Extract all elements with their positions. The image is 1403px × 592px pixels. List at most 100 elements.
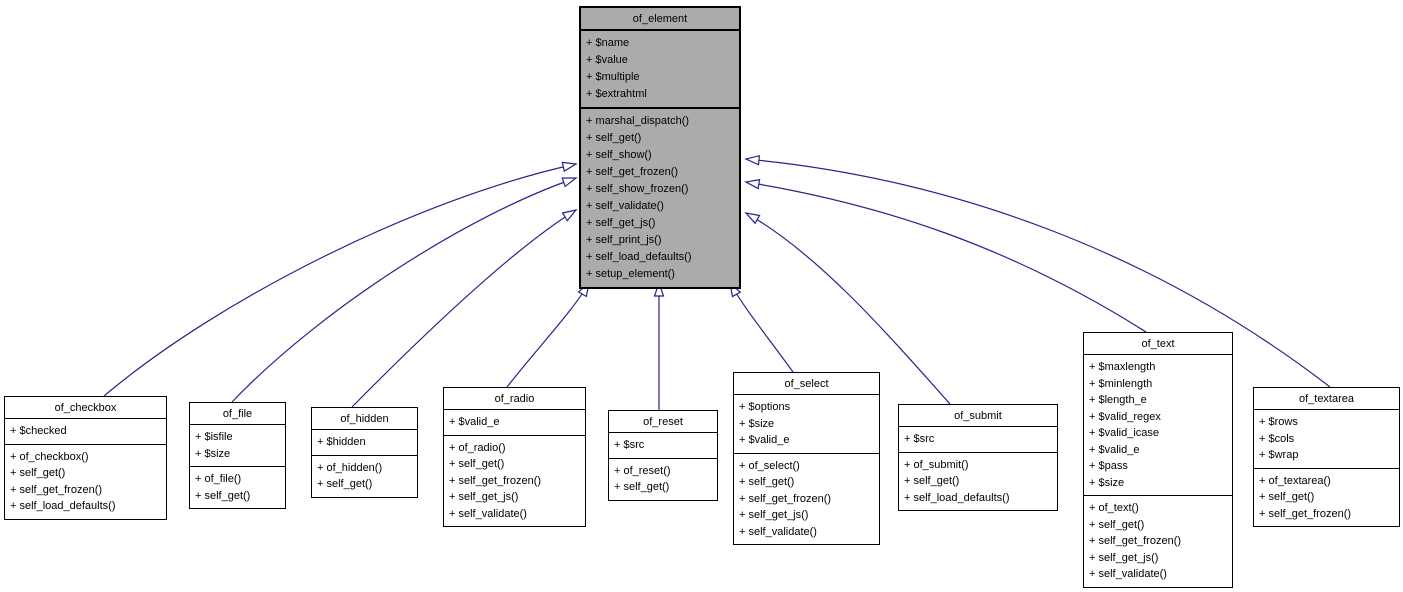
method-item: + self_load_defaults() xyxy=(586,251,692,263)
edge-of_hidden-to-of_element xyxy=(351,209,578,408)
methods-section: + of_submit() + self_get() + self_load_def… xyxy=(899,453,1057,511)
class-box-of_hidden[interactable]: of_hidden + $hidden + of_hidden() + self_… xyxy=(311,407,418,498)
method-item: + self_validate() xyxy=(449,507,527,520)
class-box-of_textarea[interactable]: of_textarea + $rows + $cols + $wrap + of_t… xyxy=(1253,387,1400,527)
method-item: + self_show_frozen() xyxy=(586,183,689,195)
class-box-of_text[interactable]: of_text + $maxlength + $minlength + $lengt… xyxy=(1083,332,1233,588)
attribute-item: + $rows xyxy=(1259,416,1298,428)
method-item: + self_get_frozen() xyxy=(586,166,679,178)
class-name: of_hidden xyxy=(312,408,417,430)
attribute-item: + $extrahtml xyxy=(586,88,647,100)
method-item: + self_get_js() xyxy=(739,509,809,521)
class-box-of_checkbox[interactable]: of_checkbox + $checked + of_checkbox()+ … xyxy=(4,396,167,520)
attributes-section: + $src xyxy=(899,427,1057,453)
attribute-item: + $wrap xyxy=(1259,449,1299,461)
attribute-item: + $name xyxy=(586,37,630,49)
method-item: + self_get() xyxy=(586,132,642,144)
attribute-item: + $minlength xyxy=(1089,377,1153,390)
edge-of_checkbox-to-of_element xyxy=(103,161,578,397)
methods-section: + of_radio() + self_get() + self_get_froze… xyxy=(444,436,585,527)
edge-of_submit-to-of_element xyxy=(744,212,951,405)
attribute-item: + $size xyxy=(739,417,775,430)
attribute-item: + $size xyxy=(1089,476,1125,489)
method-item: + self_get() xyxy=(904,475,960,487)
edge-of_file-to-of_element xyxy=(231,177,578,403)
attribute-item: + $multiple xyxy=(586,71,640,83)
method-item: + setup_element() xyxy=(586,268,675,280)
attribute-item: + $cols xyxy=(1259,432,1295,445)
method-item: + of_reset() xyxy=(614,464,671,477)
methods-section: + of_select()+ self_get()+ self_get_froz… xyxy=(734,454,879,545)
method-item: + self_get_js() xyxy=(586,217,656,229)
class-box-of_element: of_element + $name+ $value+ $multiple+ $… xyxy=(579,6,741,289)
method-item: + self_get() xyxy=(614,481,670,493)
attributes-section: + $maxlength + $minlength + $length_e + $va… xyxy=(1084,355,1232,496)
method-item: + of_submit() xyxy=(904,458,969,471)
method-item: + self_validate() xyxy=(586,200,664,212)
class-box-of_radio[interactable]: of_radio + $valid_e + of_radio() + self_g… xyxy=(443,387,586,527)
edge-of_text-to-of_element xyxy=(744,178,1147,333)
attribute-item: + $src xyxy=(614,439,645,451)
class-name: of_textarea xyxy=(1254,388,1399,410)
method-item: + of_hidden() xyxy=(317,461,383,474)
class-name: of_checkbox xyxy=(5,397,166,419)
methods-section: + of_text() + self_get() + self_get_frozen… xyxy=(1084,496,1232,587)
method-item: + self_load_defaults() xyxy=(10,500,116,512)
method-item: + self_get_frozen() xyxy=(10,483,103,496)
method-item: + self_load_defaults() xyxy=(904,491,1010,504)
method-item: + self_get() xyxy=(1089,518,1145,531)
attribute-item: + $valid_regex xyxy=(1089,410,1161,423)
class-box-of_submit[interactable]: of_submit + $src + of_submit() + self_get… xyxy=(898,404,1058,511)
attributes-section: + $name+ $value+ $multiple+ $extrahtml xyxy=(581,31,739,109)
method-item: + self_get() xyxy=(10,467,66,479)
method-item: + self_get_js() xyxy=(1089,551,1159,564)
method-item: + self_get() xyxy=(317,478,373,490)
attribute-item: + $options xyxy=(739,401,791,413)
method-item: + self_get() xyxy=(449,458,505,470)
class-box-of_reset[interactable]: of_reset + $src + of_reset() + self_get() xyxy=(608,410,718,501)
method-item: + of_file() xyxy=(195,473,242,485)
class-name: of_reset xyxy=(609,411,717,433)
method-item: + self_get_frozen() xyxy=(449,474,542,487)
class-box-of_file[interactable]: of_file + $isfile + $size + of_file() + se… xyxy=(189,402,286,509)
class-name: of_text xyxy=(1084,333,1232,355)
method-item: + self_validate() xyxy=(739,525,817,538)
method-item: + self_get() xyxy=(739,476,795,488)
method-item: + self_validate() xyxy=(1089,568,1167,580)
methods-section: + of_reset() + self_get() xyxy=(609,459,717,500)
edge-of_select-to-of_element xyxy=(729,281,794,373)
attribute-item: + $pass xyxy=(1089,460,1128,472)
attributes-section: + $valid_e xyxy=(444,410,585,436)
attribute-item: + $src xyxy=(904,433,935,445)
method-item: + self_get_frozen() xyxy=(1089,535,1182,547)
class-name: of_submit xyxy=(899,405,1057,427)
class-name: of_radio xyxy=(444,388,585,410)
class-name: of_select xyxy=(734,373,879,395)
attribute-item: + $isfile xyxy=(195,431,233,443)
attribute-item: + $maxlength xyxy=(1089,361,1156,373)
method-item: + of_text() xyxy=(1089,502,1139,514)
attribute-item: + $checked xyxy=(10,425,67,437)
attributes-section: + $isfile + $size xyxy=(190,425,285,467)
method-item: + self_print_js() xyxy=(586,234,662,246)
attribute-item: + $size xyxy=(195,447,231,460)
attributes-section: + $hidden xyxy=(312,430,417,456)
class-box-of_select[interactable]: of_select + $options + $size + $valid_e + … xyxy=(733,372,880,545)
attribute-item: + $length_e xyxy=(1089,394,1147,406)
methods-section: + of_textarea()+ self_get()+ self_get_fr… xyxy=(1254,469,1399,527)
method-item: + self_get_frozen() xyxy=(1259,507,1352,520)
method-item: + self_get() xyxy=(1259,491,1315,503)
method-item: + self_show() xyxy=(586,149,652,161)
method-item: + self_get() xyxy=(195,489,251,502)
attribute-item: + $valid_e xyxy=(739,434,790,446)
methods-section: + of_hidden() + self_get() xyxy=(312,456,417,497)
attribute-item: + $valid_icase xyxy=(1089,427,1160,439)
method-item: + of_radio() xyxy=(449,441,506,454)
method-item: + of_select() xyxy=(739,459,800,472)
attributes-section: + $options + $size + $valid_e xyxy=(734,395,879,454)
class-name: of_file xyxy=(190,403,285,425)
method-item: + self_get_js() xyxy=(449,491,519,503)
attributes-section: + $src xyxy=(609,433,717,459)
methods-section: + of_file() + self_get() xyxy=(190,467,285,508)
